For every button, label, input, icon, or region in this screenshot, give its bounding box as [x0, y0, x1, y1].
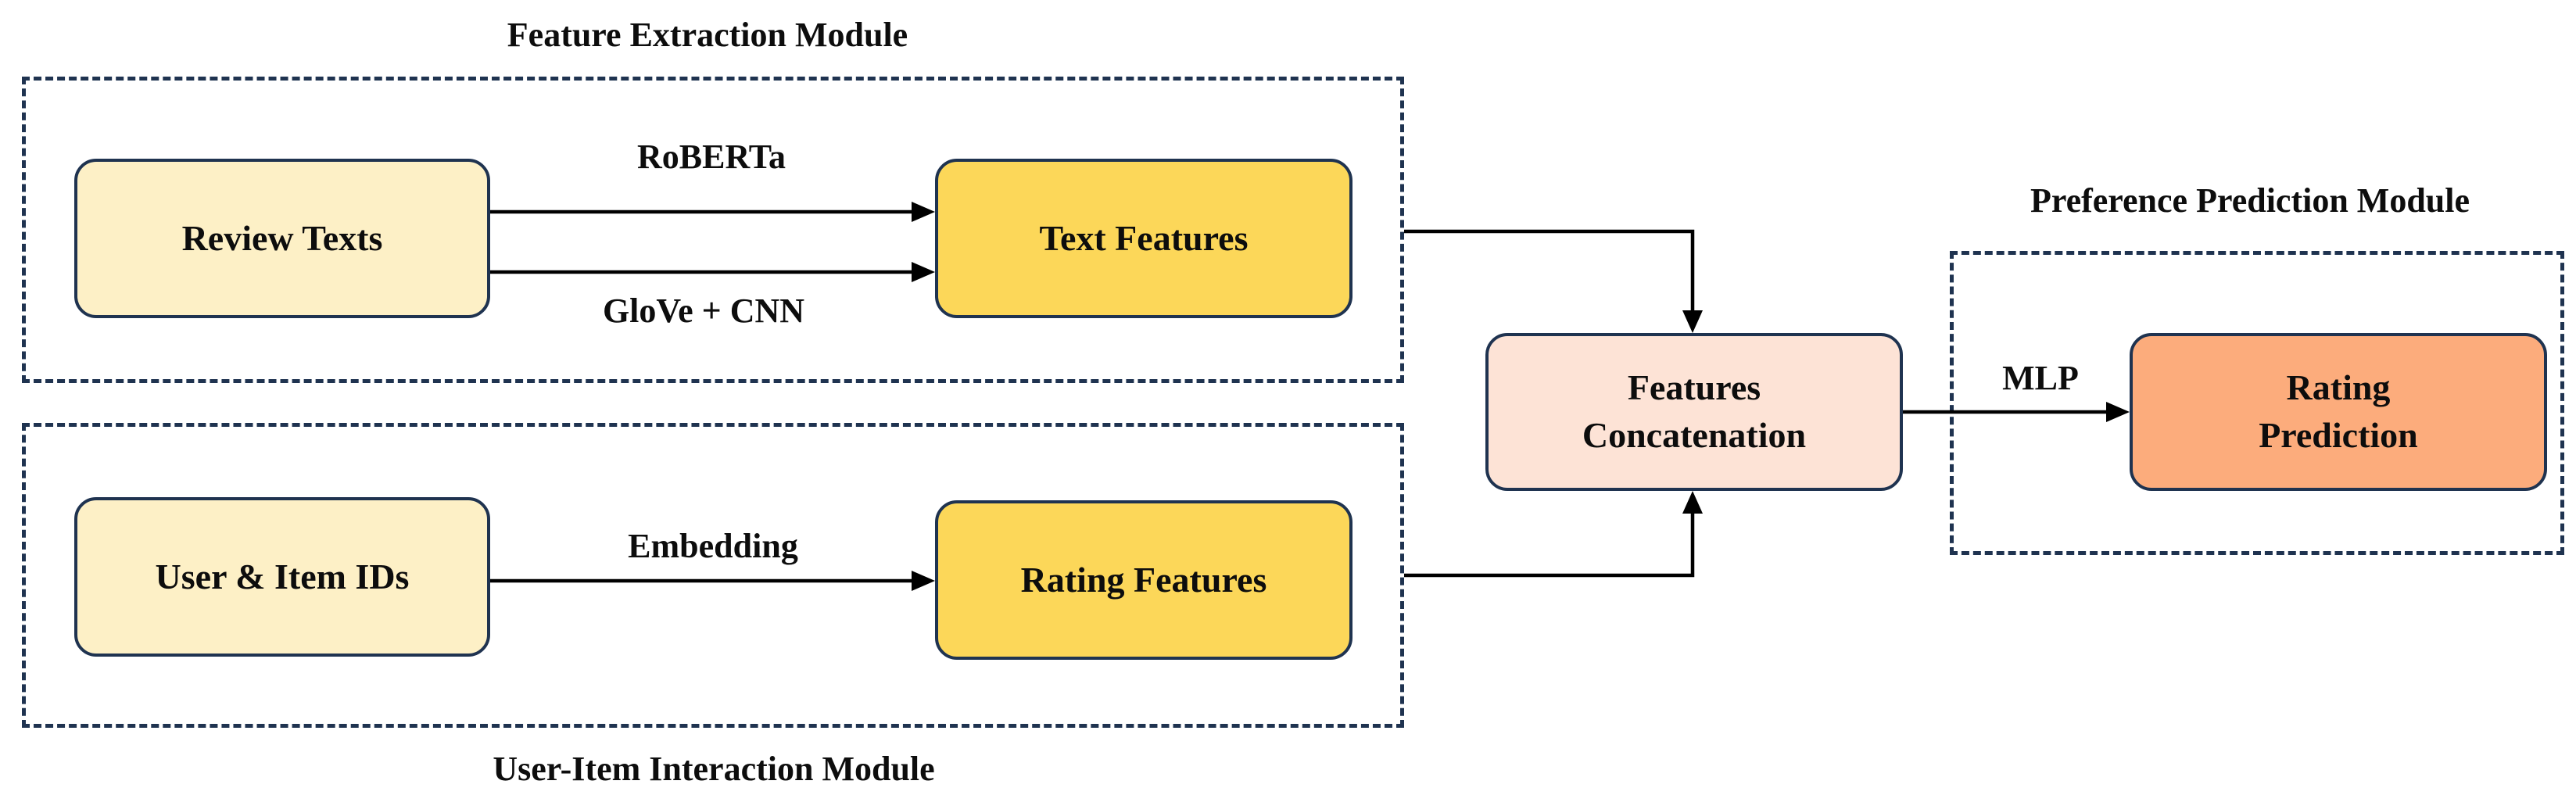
- preference-prediction-module-title: Preference Prediction Module: [2030, 181, 2470, 220]
- preference-prediction-module-frame: [1950, 251, 2564, 555]
- rating-features-node: Rating Features: [935, 500, 1352, 660]
- review-texts-label: Review Texts: [181, 217, 383, 258]
- feature-extraction-module-frame: [22, 77, 1404, 383]
- arrowhead-rating-to-concat: [1682, 491, 1703, 514]
- features-concatenation-node: Features Concatenation: [1485, 333, 1903, 491]
- user-item-interaction-module-frame: [22, 423, 1404, 728]
- rating-features-label: Rating Features: [1020, 559, 1267, 600]
- text-features-label: Text Features: [1039, 217, 1249, 258]
- features-concatenation-label-line-1: Features: [1627, 367, 1761, 408]
- roberta-edge-label: RoBERTa: [636, 138, 786, 176]
- arrowhead-roberta: [912, 202, 935, 222]
- feature-extraction-module-title: Feature Extraction Module: [507, 16, 908, 54]
- rating-prediction-node: Rating Prediction: [2130, 333, 2547, 491]
- embedding-edge-label: Embedding: [628, 527, 798, 565]
- arrowhead-embedding: [912, 571, 935, 591]
- arrow-text-to-concat: [1404, 229, 1695, 314]
- features-concatenation-label-line-2: Concatenation: [1582, 415, 1807, 455]
- arrow-rating-to-concat: [1404, 512, 1695, 578]
- arrowhead-glove-cnn: [912, 262, 935, 282]
- review-texts-node: Review Texts: [74, 159, 490, 318]
- arrowhead-text-to-concat: [1682, 310, 1703, 333]
- user-item-interaction-module-title: User-Item Interaction Module: [493, 750, 935, 788]
- arrowhead-mlp: [2106, 402, 2130, 422]
- rating-prediction-label-line-1: Rating: [2286, 367, 2391, 408]
- user-item-ids-node: User & Item IDs: [74, 497, 490, 657]
- user-item-ids-label: User & Item IDs: [155, 556, 410, 596]
- mlp-edge-label: MLP: [2002, 359, 2079, 397]
- text-features-node: Text Features: [935, 159, 1352, 318]
- glove-cnn-edge-label: GloVe + CNN: [602, 292, 805, 330]
- rating-prediction-label-line-2: Prediction: [2259, 415, 2418, 455]
